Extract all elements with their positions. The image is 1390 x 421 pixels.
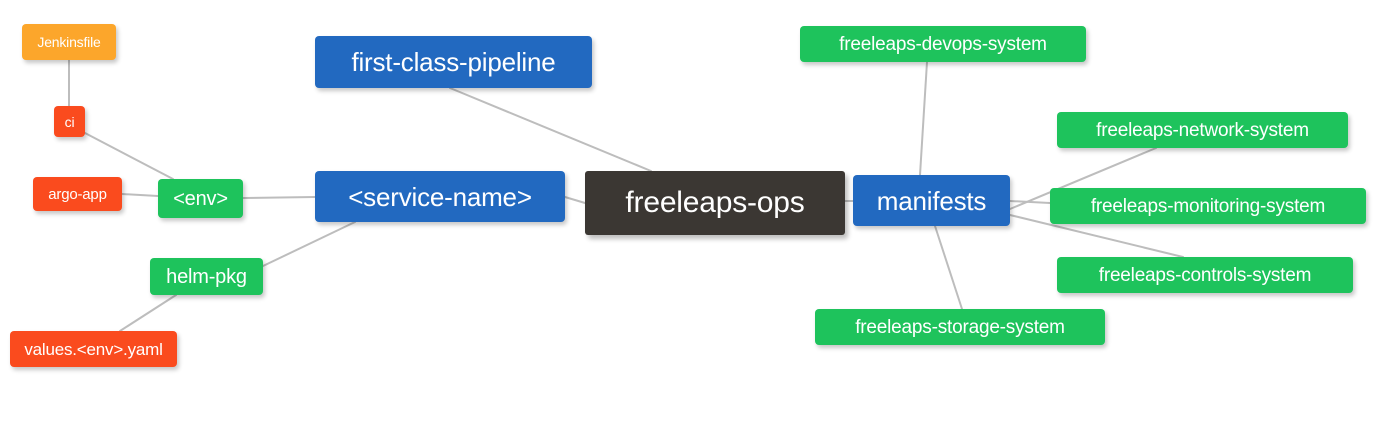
edge-manifests-to-devops [919,61,928,176]
node-label: freeleaps-ops [625,186,805,219]
node-label: freeleaps-monitoring-system [1090,195,1326,217]
edge-env-to-ci [84,132,174,180]
node-network[interactable]: freeleaps-network-system [1057,112,1348,148]
node-label: freeleaps-controls-system [1098,264,1312,286]
node-jenkinsfile[interactable]: Jenkinsfile [22,24,116,60]
node-values[interactable]: values.<env>.yaml [10,331,177,367]
edge-manifests-to-monitoring [1009,200,1051,204]
node-monitoring[interactable]: freeleaps-monitoring-system [1050,188,1366,224]
edge-env-to-argoapp [121,193,159,197]
edge-root-to-service [564,196,586,204]
node-service[interactable]: <service-name> [315,171,565,222]
node-manifests[interactable]: manifests [853,175,1010,226]
node-label: argo-app [48,185,107,203]
node-helmpkg[interactable]: helm-pkg [150,258,263,295]
edge-manifests-to-storage [934,225,963,310]
edge-service-to-env [242,196,316,199]
node-label: <service-name> [348,181,532,212]
node-label: helm-pkg [166,265,247,288]
node-label: ci [64,113,75,130]
edge-helmpkg-to-values [119,294,177,332]
node-root[interactable]: freeleaps-ops [585,171,845,235]
node-label: manifests [876,185,987,216]
node-label: freeleaps-network-system [1096,119,1309,141]
edge-root-to-pipeline [449,87,652,172]
node-label: first-class-pipeline [351,47,556,77]
node-label: Jenkinsfile [37,34,101,50]
node-pipeline[interactable]: first-class-pipeline [315,36,592,88]
node-label: <env> [173,187,228,210]
node-devops[interactable]: freeleaps-devops-system [800,26,1086,62]
node-env[interactable]: <env> [158,179,243,218]
node-label: freeleaps-devops-system [839,33,1047,55]
node-controls[interactable]: freeleaps-controls-system [1057,257,1353,293]
node-label: freeleaps-storage-system [855,316,1065,338]
node-ci[interactable]: ci [54,106,85,137]
node-argoapp[interactable]: argo-app [33,177,122,211]
edge-service-to-helmpkg [262,221,356,267]
node-storage[interactable]: freeleaps-storage-system [815,309,1105,345]
node-label: values.<env>.yaml [24,339,163,359]
